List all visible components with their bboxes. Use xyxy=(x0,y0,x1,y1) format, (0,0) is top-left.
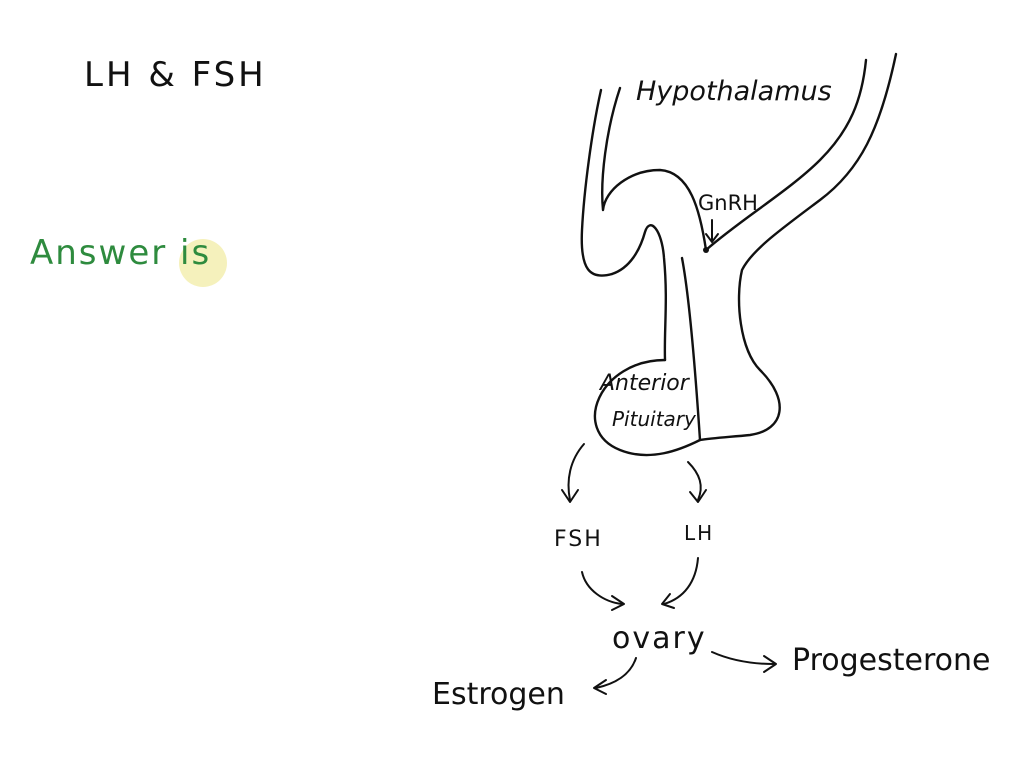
hypothalamus-label: Hypothalamus xyxy=(636,76,832,107)
gnrh-pointer xyxy=(705,219,719,244)
progesterone-label: Progesterone xyxy=(792,643,990,678)
fsh-label: FSH xyxy=(554,527,603,552)
gnrh-label: GnRH xyxy=(698,191,758,215)
lh-label: LH xyxy=(684,521,714,545)
pituitary-arrows xyxy=(561,443,707,503)
anterior-label: Anterior xyxy=(598,371,691,396)
hypothalamus-pituitary-outline xyxy=(580,52,898,457)
answer-label-prefix: Answer xyxy=(30,233,180,273)
gnrh-dot xyxy=(703,247,709,253)
ovary-label: ovary xyxy=(612,621,707,656)
ovary-output-arrows xyxy=(593,651,777,695)
pituitary-label: Pituitary xyxy=(612,407,697,431)
answer-heading-text: LH & FSH xyxy=(84,55,267,95)
ovary-input-arrows xyxy=(581,557,699,611)
answer-label-word: is xyxy=(180,233,211,273)
estrogen-label: Estrogen xyxy=(432,677,565,712)
cursor-highlight xyxy=(179,239,227,287)
answer-label-text: Answer is xyxy=(30,233,211,273)
